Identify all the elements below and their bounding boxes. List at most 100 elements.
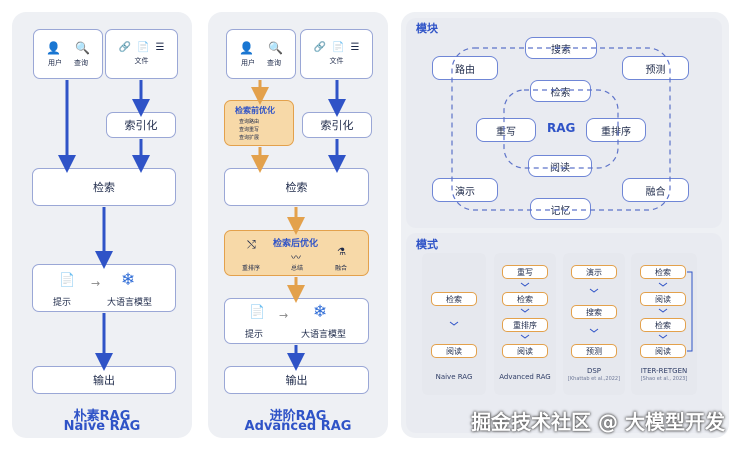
module-predict: 预测 [622,56,689,80]
module-read: 阅读 [528,155,592,177]
pattern-item-label: 阅读 [517,346,533,356]
naive-file-box: 🔗 📄 ☰ 文件 [105,29,178,79]
query-label: 查询 [74,58,88,67]
pattern-item: 阅读 [640,292,686,306]
index-label: 索引化 [320,119,354,132]
prompt-label: 提示 [245,330,264,340]
pattern-caption-dsp: DSP [586,367,602,375]
naive-output-box: 输出 [32,366,176,394]
watermark: 掘金技术社区 @ 大模型开发 [471,410,725,434]
pattern-item-label: 预测 [586,346,602,356]
read-label: 阅读 [550,162,570,174]
layers-icon: ☰ [155,42,165,53]
pattern-item: 阅读 [640,344,686,358]
user-icon: 👤 [239,40,254,55]
arrow-right-icon: → [279,309,289,322]
layers-icon: ☰ [350,42,360,53]
file-label: 文件 [329,57,344,65]
pattern-item-label: 检索 [446,294,462,304]
snowflake-icon: ❄ [121,270,136,290]
module-demonstrate: 演示 [432,178,498,202]
adv-generation-box: 📄 提示 → ❄ 大语言模型 [224,298,369,344]
pattern-item: 阅读 [431,344,477,358]
pre-item: 查询扩展 [239,135,260,141]
pattern-item-label: 阅读 [655,294,671,304]
pattern-cite-iter: [Shao et al., 2023] [640,376,688,382]
fusion-label: 融合 [645,186,666,198]
pre-retrieval-title: 检索前优化 [235,106,275,115]
post-retrieval-title: 检索后优化 [273,239,319,249]
document-icon: 📄 [59,273,76,288]
index-label: 索引化 [124,119,158,132]
shuffle-icon: ⤭ [247,238,256,251]
pattern-item-label: 检索 [517,294,533,304]
naive-title-cn: 朴素RAG [73,409,131,424]
module-rag-label: RAG [547,121,576,135]
output-label: 输出 [93,374,115,387]
predict-label: 预测 [645,64,666,76]
pattern-item-label: 阅读 [655,346,671,356]
adv-output-box: 输出 [224,366,369,394]
naive-user-query-box: 👤 🔍 用户 查询 [33,29,103,79]
user-label: 用户 [48,58,62,67]
pattern-item-label: 重写 [517,267,533,277]
naive-index-box: 索引化 [106,112,176,138]
adv-retrieve-box: 检索 [224,168,369,206]
fusion-label: 融合 [335,265,348,272]
pattern-item: 预测 [571,344,617,358]
document-icon: 📄 [249,305,266,320]
llm-label: 大语言模型 [301,330,347,340]
module-rewrite: 重写 [476,118,536,142]
pattern-item: 重写 [502,265,548,279]
link-icon: 🔗 [118,42,132,53]
pattern-item-label: 演示 [586,267,602,277]
query-icon: 🔍 [75,40,90,55]
search-label: 搜索 [551,44,571,56]
pattern-caption-advanced: Advanced RAG [499,373,551,381]
pattern-item-label: 重排序 [513,320,537,330]
pattern-item: 检索 [640,318,686,332]
memory-label: 记忆 [550,205,571,217]
pre-item: 查询重写 [239,127,260,133]
pattern-caption-iter: ITER-RETGEN [640,367,688,375]
document-icon: 📄 [332,42,345,53]
arrow-right-icon: → [91,277,101,290]
post-retrieval-box: 检索后优化 ⤭ 重排序 〰 总结 ⚗ 融合 [224,230,369,276]
pattern-item: 阅读 [502,344,548,358]
adv-index-box: 索引化 [302,112,372,138]
llm-label: 大语言模型 [107,298,153,308]
pattern-item-label: 检索 [655,267,671,277]
link-icon: 🔗 [313,42,327,53]
pattern-item: 演示 [571,265,617,279]
prompt-label: 提示 [53,298,72,308]
pre-item: 查询路由 [239,119,260,125]
query-label: 查询 [267,58,281,67]
summary-label: 总结 [291,265,304,272]
pattern-item: 搜索 [571,305,617,319]
retrieve-label: 检索 [93,181,115,194]
module-rerank: 重排序 [586,118,646,142]
retrieve-label: 检索 [285,181,308,194]
file-label: 文件 [134,57,149,65]
naive-generation-box: 📄 提示 → ❄ 大语言模型 [32,264,176,312]
rerank-label: 重排序 [242,265,261,272]
module-routing: 路由 [432,56,498,80]
waveform-icon: 〰 [291,253,301,264]
module-memory: 记忆 [530,198,591,220]
demonstrate-label: 演示 [455,186,475,198]
rerank-label: 重排序 [601,126,631,138]
module-retrieve: 检索 [530,80,591,102]
user-icon: 👤 [46,40,61,55]
advanced-title-cn: 进阶RAG [269,409,327,424]
snowflake-icon: ❄ [313,302,328,322]
naive-title-en: Naive RAG [63,419,141,434]
pattern-item-label: 阅读 [446,346,462,356]
adv-user-query-box: 👤 🔍 用户 查询 [226,29,296,79]
retrieve-label: 检索 [550,87,571,99]
routing-label: 路由 [455,64,475,76]
adv-file-box: 🔗 📄 ☰ 文件 [300,29,373,79]
pattern-item-label: 检索 [655,320,671,330]
patterns-title: 模式 [416,238,438,251]
module-search: 搜索 [525,37,597,59]
pattern-item: 重排序 [502,318,548,332]
